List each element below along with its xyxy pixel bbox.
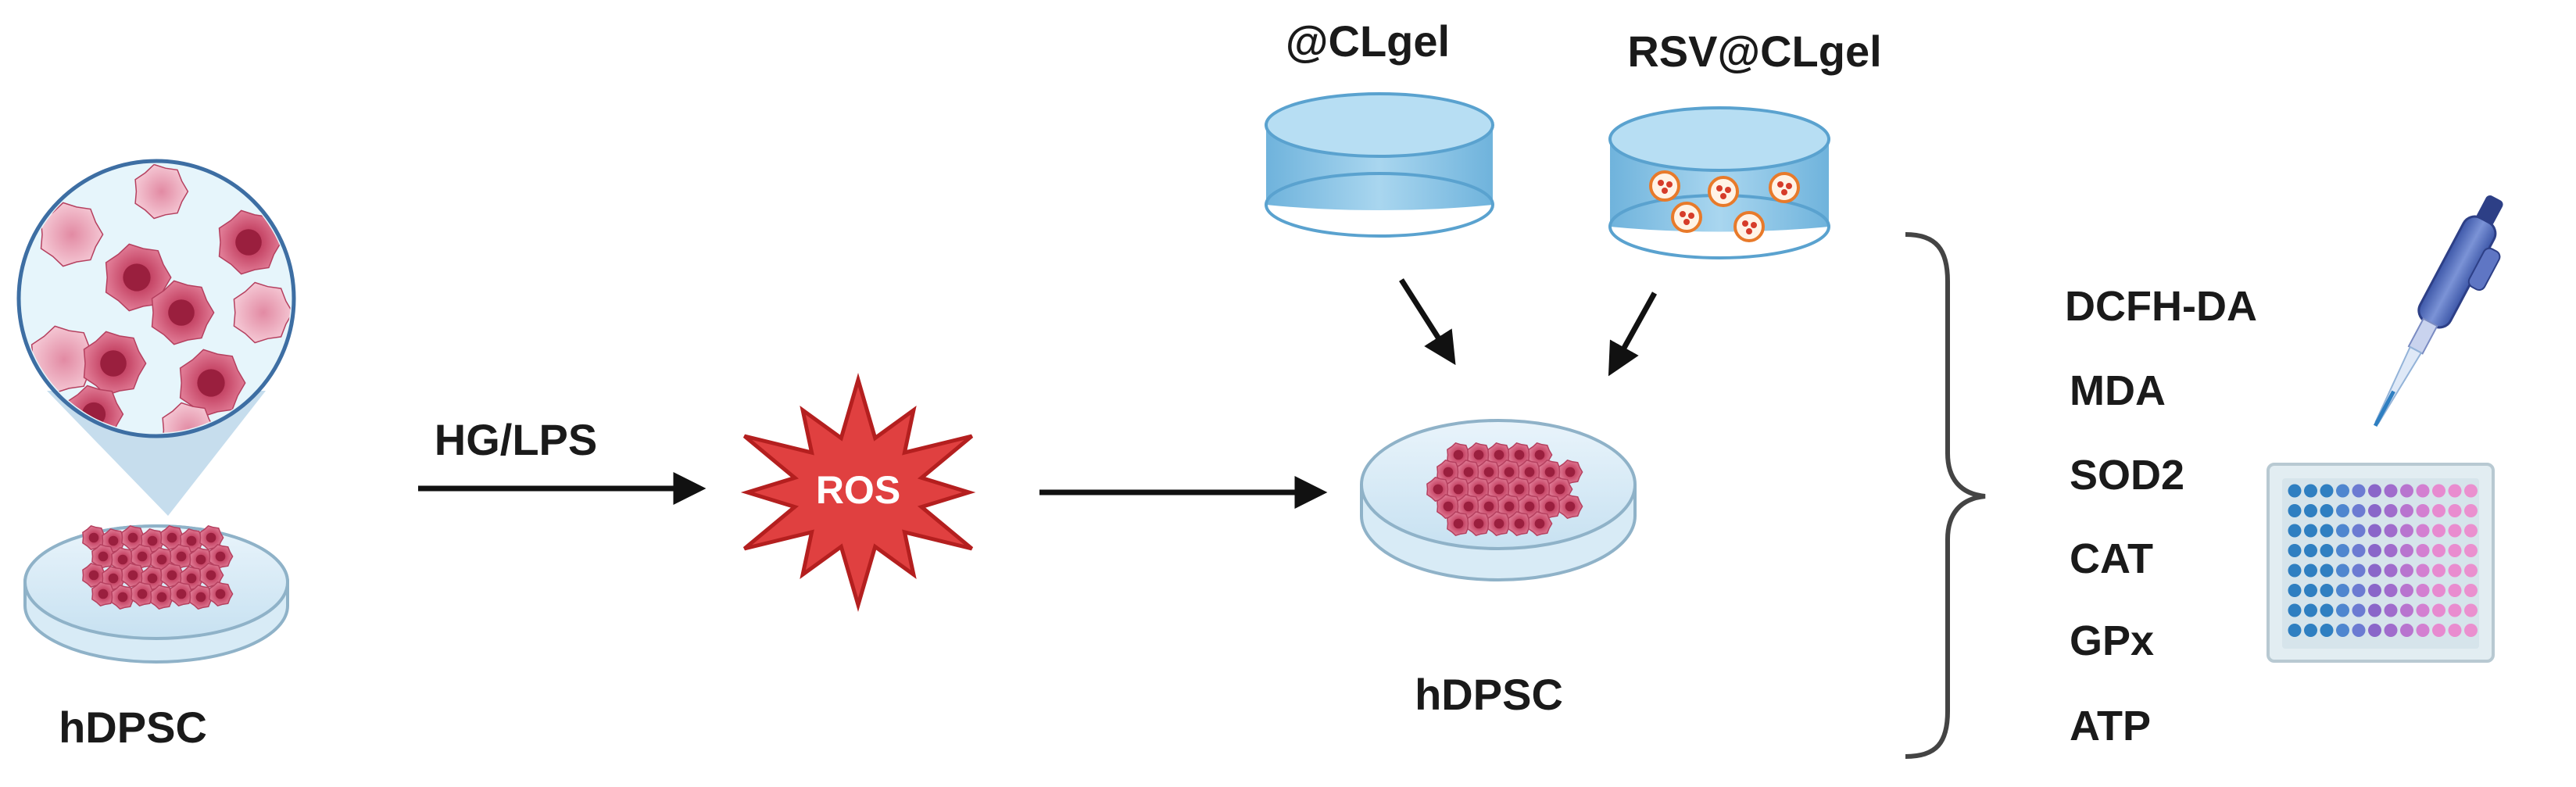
culture-dish-icon: [1360, 419, 1637, 581]
curly-brace-icon: [1905, 232, 1986, 759]
right-cell-illustration: hDPSC: [1360, 419, 1637, 719]
well-plate-icon: [2267, 463, 2495, 663]
cell-icon: [40, 202, 104, 267]
treatment-label: HG/LPS: [435, 415, 597, 464]
assay-item: ATP: [2070, 703, 2151, 749]
rsv-particle-icon: [1769, 172, 1800, 203]
cell-icon: [1528, 510, 1553, 537]
cell-icon: [134, 164, 189, 220]
cell-icon: [233, 281, 291, 344]
gel-rsv-label: RSV@CLgel: [1627, 27, 1881, 76]
cell-icon: [199, 524, 224, 551]
cell-icon: [1508, 510, 1533, 537]
cell-icon: [1467, 510, 1492, 537]
cell-icon: [131, 543, 156, 570]
left-cell-illustration: hDPSC: [16, 159, 296, 752]
rsv-particle-icon: [1708, 176, 1739, 207]
cell-icon: [160, 562, 185, 588]
cell-icon: [151, 280, 215, 345]
cell-icon: [83, 331, 147, 396]
gel-rsv: RSV@CLgel: [1608, 27, 1882, 259]
right-cell-label: hDPSC: [1415, 670, 1563, 719]
assay-item: CAT: [2070, 535, 2153, 582]
rsv-particle-icon: [1649, 170, 1680, 202]
treatment-step: HG/LPS: [418, 415, 707, 505]
cell-icon: [111, 584, 136, 610]
assay-item: GPx: [2070, 617, 2154, 664]
cell-icon: [179, 349, 246, 417]
gel-empty-label: @CLgel: [1286, 16, 1450, 66]
cell-icon: [1558, 493, 1583, 520]
hydrogel-disc-icon: [1265, 92, 1494, 238]
magnifier-lens-icon: [16, 159, 296, 438]
gel-empty: @CLgel: [1265, 16, 1494, 238]
cell-icon: [209, 581, 234, 607]
culture-dish-icon: [23, 524, 289, 664]
cell-icon: [209, 543, 234, 570]
cell-icon: [91, 543, 116, 570]
cell-icon: [121, 524, 146, 551]
left-cell-label: hDPSC: [59, 703, 207, 752]
cell-icon: [82, 562, 107, 588]
ros-label: ROS: [816, 468, 900, 512]
cell-icon: [1487, 510, 1512, 537]
cell-icon: [160, 524, 185, 551]
hydrogel-disc-icon: [1608, 106, 1830, 259]
cell-icon: [131, 581, 156, 607]
cell-icon: [82, 524, 107, 551]
assay-item: DCFH-DA: [2065, 283, 2257, 330]
gel-rsv-arrow: [1608, 292, 1658, 377]
pipette-icon: [2373, 195, 2503, 427]
cell-icon: [91, 581, 116, 607]
cell-icon: [1538, 493, 1563, 520]
cell-icon: [170, 543, 195, 570]
assay-item: MDA: [2070, 367, 2166, 414]
rsv-particle-icon: [1733, 211, 1765, 242]
cell-icon: [150, 584, 175, 610]
cell-icon: [170, 581, 195, 607]
rsv-particle-icon: [1671, 202, 1702, 233]
ros-burst-icon: ROS: [740, 373, 976, 612]
assay-list: DCFH-DA MDA SOD2 CAT GPx ATP: [2065, 283, 2257, 749]
cell-icon: [1558, 459, 1583, 485]
gel-empty-arrow: [1399, 278, 1456, 366]
cell-icon: [189, 584, 214, 610]
cell-icon: [199, 562, 224, 588]
cell-icon: [1447, 510, 1472, 537]
assay-item: SOD2: [2070, 452, 2184, 499]
